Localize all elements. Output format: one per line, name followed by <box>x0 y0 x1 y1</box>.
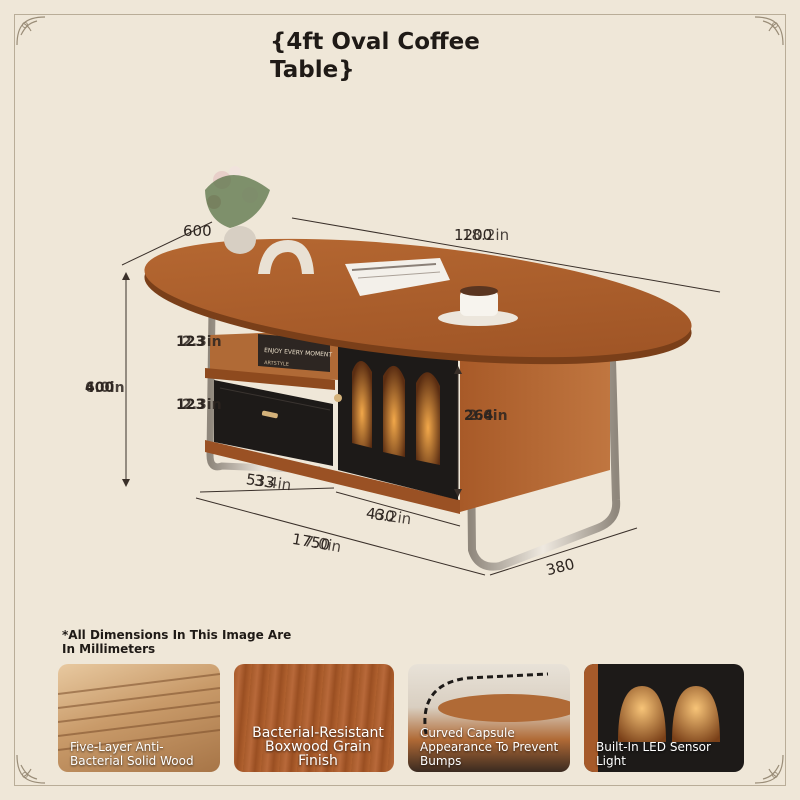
feature-label-grain-finish: Bacterial-Resistant Boxwood Grain Finish <box>252 725 384 769</box>
led-cabinet-icon <box>584 664 720 772</box>
dimension-shelf-bottom-mm: 123 <box>176 397 206 413</box>
curved-outline-icon <box>423 672 570 735</box>
corner-ornament-icon <box>754 16 784 46</box>
plywood-layers-icon <box>58 673 220 751</box>
dimension-height-mm: 400 <box>85 380 115 396</box>
dimension-length-mm: 1200 <box>454 226 493 244</box>
dimension-shelf-top-mm: 123 <box>176 334 206 350</box>
feature-label-solid-wood: Five-Layer Anti-Bacterial Solid Wood <box>70 740 194 768</box>
dimension-length-in: 18.2in <box>462 226 510 244</box>
corner-ornament-icon <box>16 754 46 784</box>
shelf-board <box>205 368 335 390</box>
dimension-shelf-top-in: 2.3in <box>182 334 222 350</box>
dimensions-note: *All Dimensions In This Image Are In Mil… <box>62 628 292 656</box>
feature-label-led-light: Built-In LED Sensor Light <box>596 740 711 768</box>
book <box>258 334 330 372</box>
dimension-drawer-width: 533 3.4in <box>245 470 293 494</box>
corner-ornament-icon <box>754 754 784 784</box>
chrome-leg-right <box>466 359 621 571</box>
feature-card-curved-capsule: Curved Capsule Appearance To Prevent Bum… <box>408 664 570 772</box>
dimension-height: 400 6.0in <box>85 380 125 396</box>
cabinet-right-side <box>460 350 610 512</box>
chrome-leg-left <box>206 309 321 474</box>
dimension-shelf-bottom-in: 2.3in <box>182 397 222 413</box>
book-spine-text-2: ARTSTYLE <box>264 360 289 368</box>
dimension-shelf-top: 123 2.3in <box>176 334 222 350</box>
feature-card-led-light: Built-In LED Sensor Light <box>584 664 744 772</box>
dimension-door-height-mm: 264 <box>464 408 494 424</box>
tabletop <box>144 238 692 358</box>
dimension-length: 1200 18.2in <box>454 226 509 244</box>
dimension-depth: 600 <box>183 222 212 240</box>
feature-card-solid-wood: Five-Layer Anti-Bacterial Solid Wood <box>58 664 220 772</box>
dimension-shelf-bottom: 123 2.3in <box>176 397 222 413</box>
feature-label-curved-capsule: Curved Capsule Appearance To Prevent Bum… <box>420 726 559 768</box>
dimension-cabinet-width: 430 6.2in <box>365 504 413 528</box>
book-spine-text: ENJOY EVERY MOMENT <box>264 347 333 359</box>
feature-card-grain-finish: Bacterial-Resistant Boxwood Grain Finish <box>234 664 394 772</box>
corner-ornament-icon <box>16 16 46 46</box>
decorative-frame <box>14 14 786 786</box>
dimension-height-in: 6.0in <box>85 380 125 396</box>
newspaper <box>345 258 450 296</box>
feature-cards: Five-Layer Anti-Bacterial Solid Wood Bac… <box>58 664 748 772</box>
dimension-door-height: 264 2.6in <box>464 408 508 424</box>
bottom-board <box>205 440 460 514</box>
product-title: {4ft Oval Coffee Table} <box>270 29 480 83</box>
drawer-front <box>214 380 333 466</box>
dimension-door-height-in: 2.6in <box>468 408 508 424</box>
